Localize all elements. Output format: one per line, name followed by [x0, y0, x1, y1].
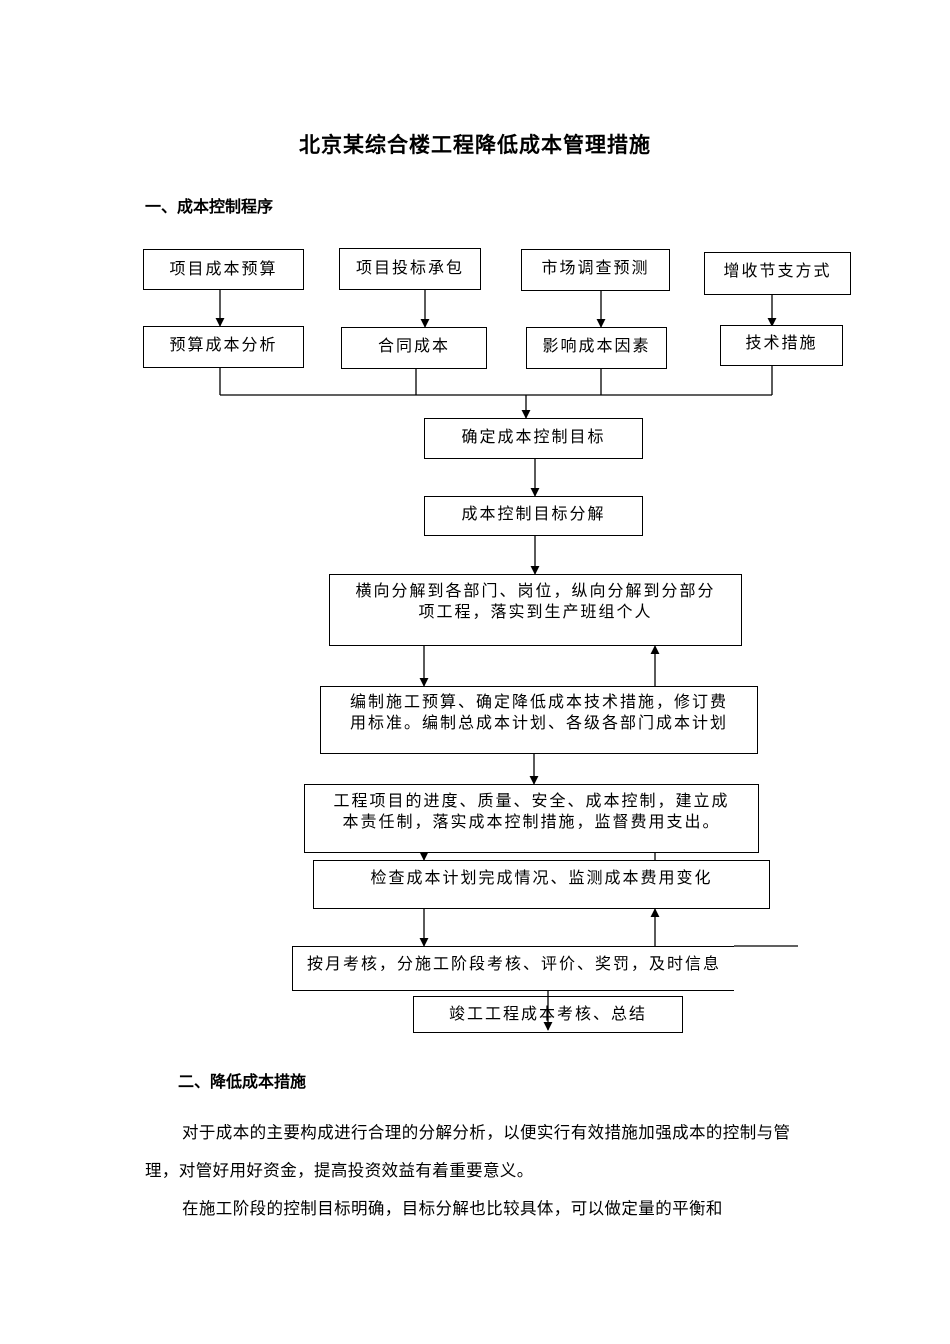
flow-box-budget-cost-analysis: 预算成本分析	[143, 326, 304, 368]
flow-step-prepare-budget: 编制施工预算、确定降低成本技术措施，修订费 用标准。编制总成本计划、各级各部门成…	[320, 686, 758, 754]
flow-box-market-survey: 市场调查预测	[521, 249, 670, 291]
flow-box-cost-factors: 影响成本因素	[526, 327, 667, 369]
flow-step-target-decomposition: 成本控制目标分解	[424, 496, 643, 536]
page-title: 北京某综合楼工程降低成本管理措施	[299, 133, 651, 157]
flow-step-determine-target: 确定成本控制目标	[424, 418, 643, 459]
section-2-paragraph-1: 对于成本的主要构成进行合理的分解分析，以便实行有效措施加强成本的控制与管理，对管…	[145, 1123, 791, 1180]
flow-step-check-plan: 检查成本计划完成情况、监测成本费用变化	[313, 860, 770, 909]
flow-step-monthly-assessment: 按月考核，分施工阶段考核、评价、奖罚，及时信息	[292, 946, 734, 991]
flow-step-completion-review: 竣工工程成本考核、总结	[413, 996, 683, 1033]
flow-box-technical-measures: 技术措施	[720, 325, 843, 366]
flow-box-contract-cost: 合同成本	[341, 327, 487, 369]
flow-box-revenue-saving: 增收节支方式	[704, 252, 851, 295]
section-2-paragraph-2: 在施工阶段的控制目标明确，目标分解也比较具体，可以做定量的平衡和	[182, 1199, 723, 1218]
assessment-box-top-extension	[734, 945, 798, 947]
section-2-heading: 二、降低成本措施	[178, 1072, 307, 1091]
flow-step-cost-responsibility: 工程项目的进度、质量、安全、成本控制，建立成 本责任制，落实成本控制措施，监督费…	[304, 784, 759, 853]
flow-step-horizontal-vertical-decomposition: 横向分解到各部门、岗位，纵向分解到分部分 项工程，落实到生产班组个人	[329, 574, 742, 646]
flow-box-project-bidding: 项目投标承包	[339, 248, 481, 290]
section-1-heading: 一、成本控制程序	[145, 197, 274, 216]
flow-box-project-cost-budget: 项目成本预算	[143, 249, 304, 290]
